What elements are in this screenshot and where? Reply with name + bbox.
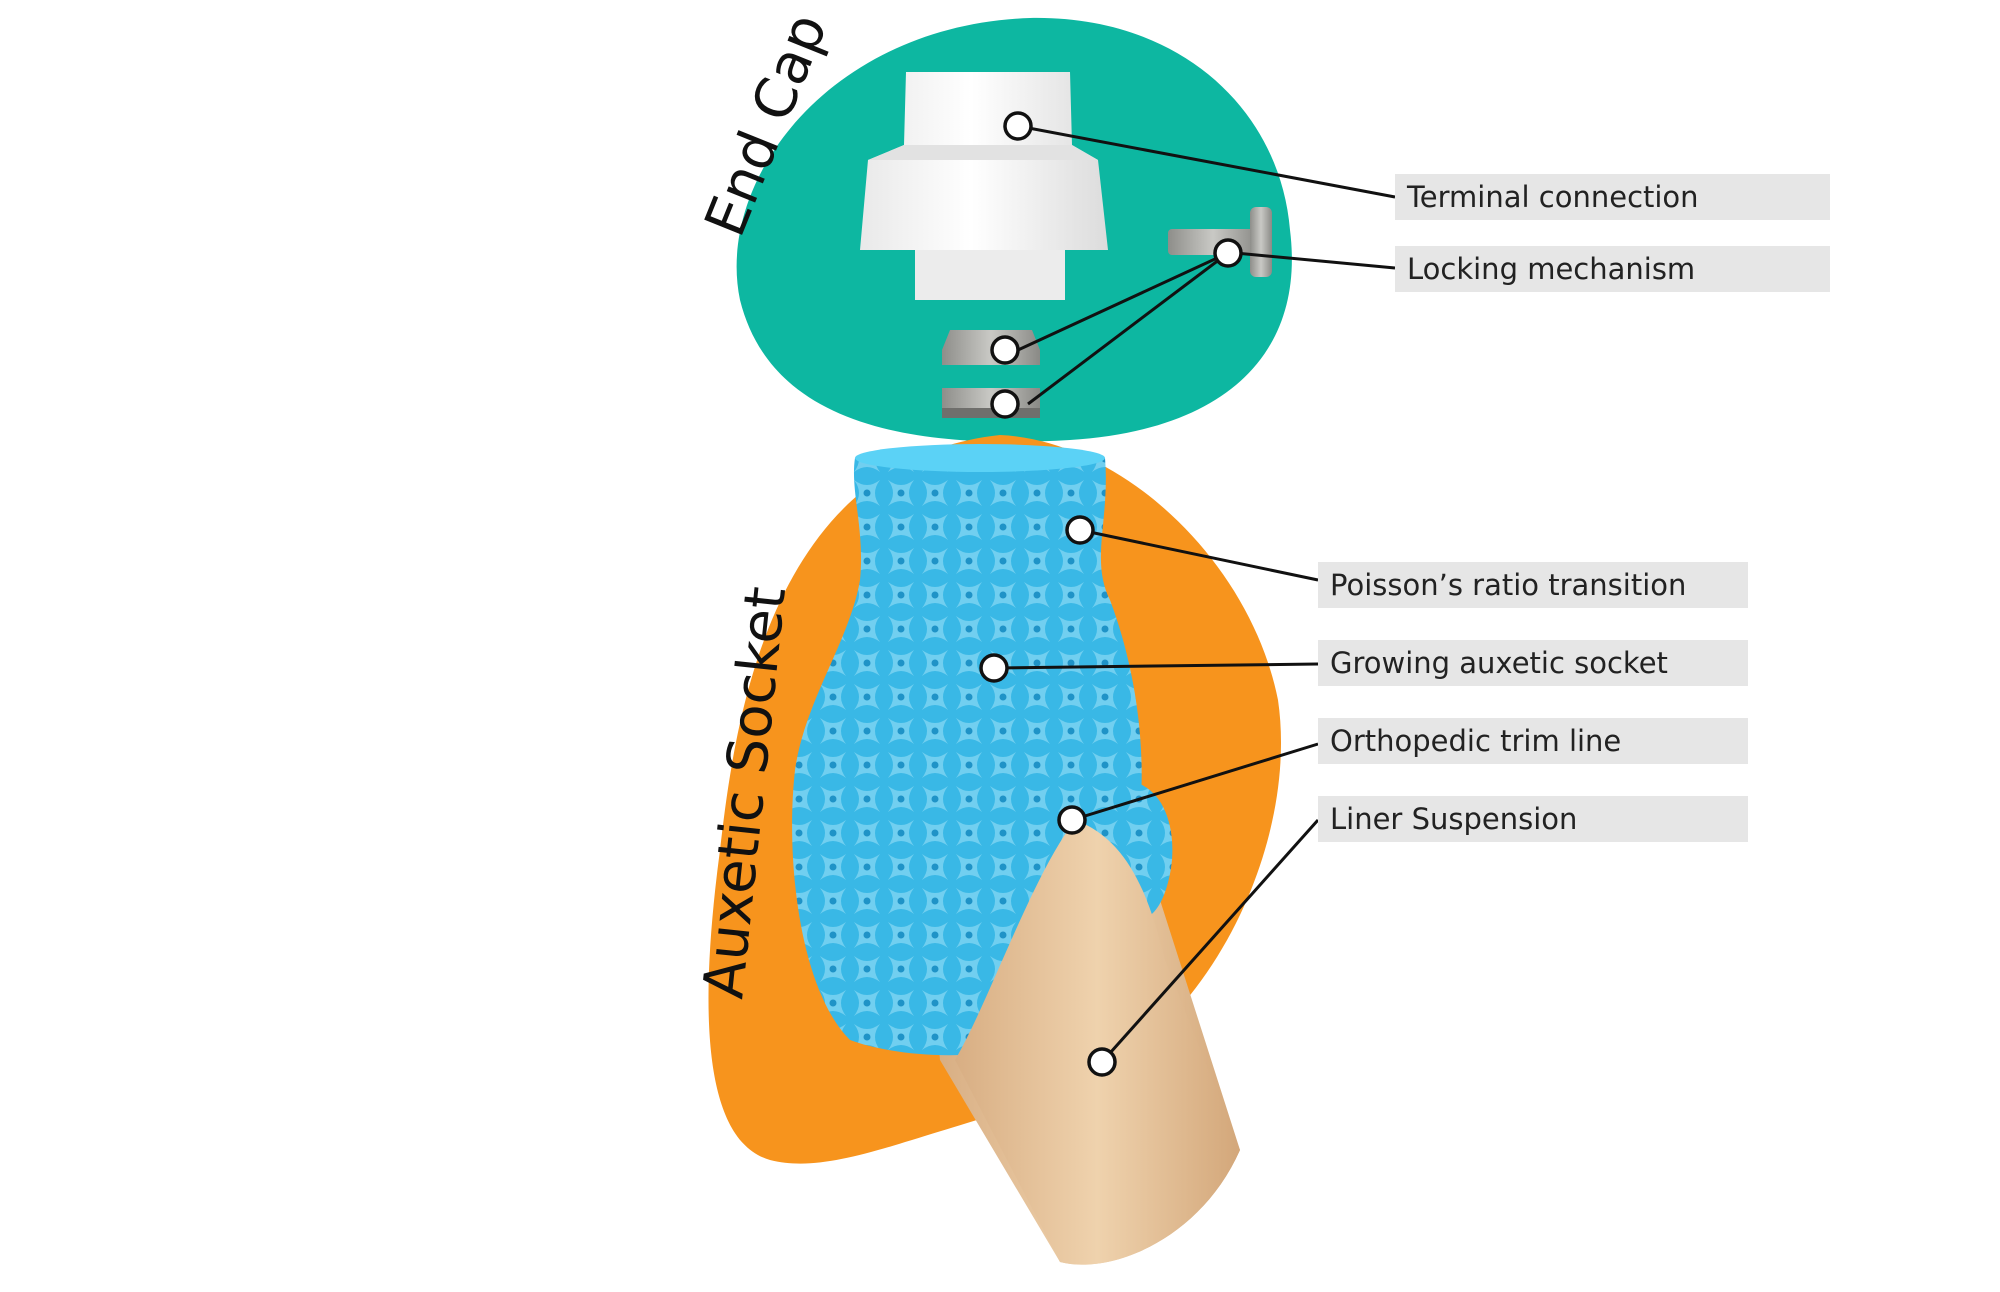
label-terminal-connection: Terminal connection: [1395, 174, 1830, 220]
poissons-ratio-dot: [1065, 515, 1095, 545]
label-growing-auxetic-socket: Growing auxetic socket: [1318, 640, 1748, 686]
locking-pin: [1168, 229, 1258, 255]
label-locking-mechanism: Locking mechanism: [1395, 246, 1830, 292]
liner-foreground: [955, 820, 1240, 1265]
growing-socket-dot: [979, 653, 1009, 683]
trim-line-dot: [1057, 805, 1087, 835]
label-poissons-ratio-transition: Poisson’s ratio transition: [1318, 562, 1748, 608]
terminal-connection-part: [860, 72, 1108, 300]
locking-pin-dot: [1213, 238, 1243, 268]
leader-lines: [993, 124, 1396, 1063]
terminal-connection-dot: [1003, 111, 1033, 141]
socket-rim: [855, 444, 1105, 472]
lock-adapter-top-dot: [990, 335, 1020, 365]
liner-suspension-dot: [1087, 1047, 1117, 1077]
lock-adapter-threaded-dot: [990, 389, 1020, 419]
label-orthopedic-trim-line: Orthopedic trim line: [1318, 718, 1748, 764]
label-liner-suspension: Liner Suspension: [1318, 796, 1748, 842]
